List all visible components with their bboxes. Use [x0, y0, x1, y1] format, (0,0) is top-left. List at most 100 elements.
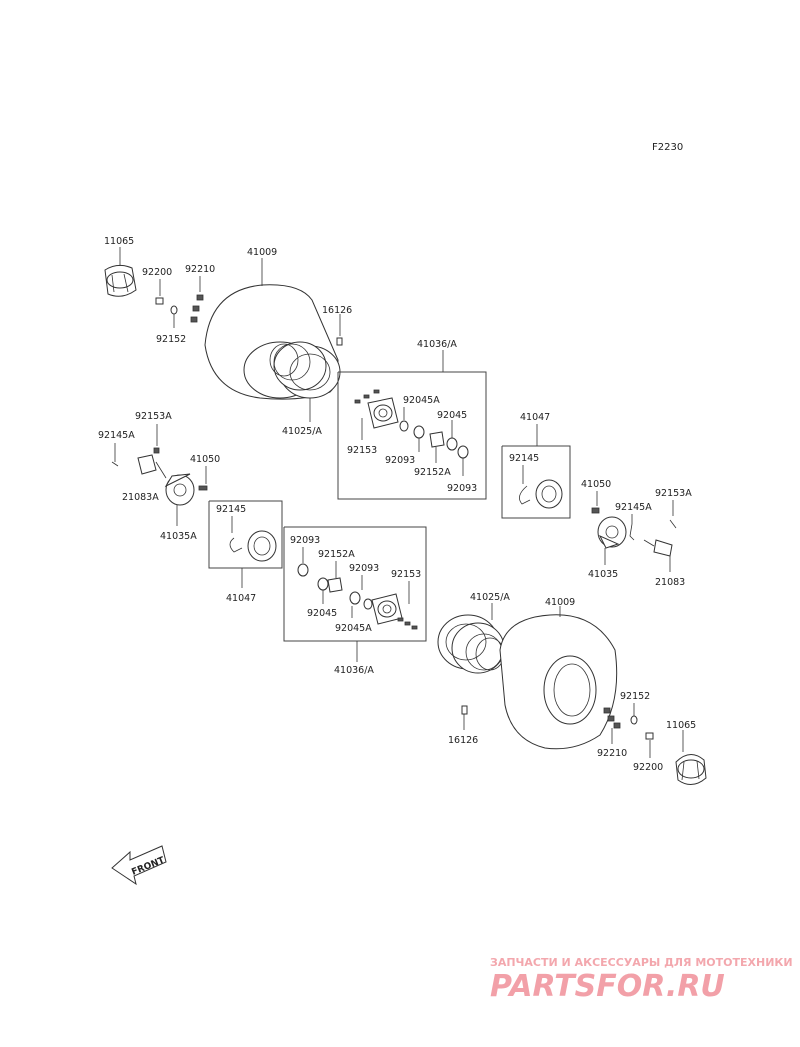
hub-bolt-d: [397, 617, 404, 622]
bolt-92153A-left: [153, 447, 160, 454]
label-41050-right: 41050: [581, 479, 611, 490]
lever-21083A: [137, 454, 167, 479]
stud-92152: [170, 305, 178, 315]
bearing-92093-mid1: [297, 563, 309, 577]
nut-92200-bottom: [645, 732, 654, 740]
nut-92210-e: [607, 715, 615, 722]
label-92145-left: 92145: [216, 504, 246, 515]
nut-92200: [155, 297, 164, 305]
label-92200-bottom: 92200: [633, 762, 663, 773]
label-11065-bottom: 11065: [666, 720, 696, 731]
hub-kit-box-top: [337, 371, 487, 500]
spring-92145-right: [519, 485, 531, 505]
hub-bolt-b: [363, 394, 370, 399]
bolt-92153A-right: [669, 519, 677, 529]
label-92152-top: 92152: [156, 334, 186, 345]
label-92200-top: 92200: [142, 267, 172, 278]
seal-92045-mid: [317, 577, 329, 591]
rim-top: [269, 341, 341, 399]
label-92152A-mid: 92152A: [318, 549, 355, 560]
label-92045-top: 92045: [437, 410, 467, 421]
spring-92145A-right: [629, 523, 635, 541]
label-41036-top: 41036/A: [417, 339, 457, 350]
hub-bolt-a: [354, 399, 361, 404]
label-92145A-left: 92145A: [98, 430, 135, 441]
brake-shoe-box-right: [501, 445, 571, 519]
nut-92210-d: [603, 707, 611, 714]
hub-41036-top: [367, 397, 399, 429]
label-41050-left: 41050: [190, 454, 220, 465]
brake-panel-41035: [597, 516, 627, 549]
label-16126-top: 16126: [322, 305, 352, 316]
label-92210-bottom: 92210: [597, 748, 627, 759]
label-41009-bottom: 41009: [545, 597, 575, 608]
front-arrow-icon: FRONT: [111, 845, 167, 886]
label-21083: 21083: [655, 577, 685, 588]
label-41025-top: 41025/A: [282, 426, 322, 437]
hub-41036-bottom: [371, 593, 403, 625]
label-92093-mid2: 92093: [349, 563, 379, 574]
hub-bolt-f: [411, 625, 418, 630]
label-92153-mid: 92153: [391, 569, 421, 580]
nut-92210-c: [190, 316, 198, 323]
label-92145-right: 92145: [509, 453, 539, 464]
label-92153A-left: 92153A: [135, 411, 172, 422]
seal-92045A-mid: [363, 598, 373, 610]
cam-41050-left: [198, 485, 208, 491]
hub-bolt-e: [404, 621, 411, 626]
label-21083A: 21083A: [122, 492, 159, 503]
label-41035A: 41035A: [160, 531, 197, 542]
label-11065-top: 11065: [104, 236, 134, 247]
valve-16126-top: [336, 337, 343, 346]
nut-92210-f: [613, 722, 621, 729]
label-92152-bottom: 92152: [620, 691, 650, 702]
brake-panel-41035A: [164, 473, 195, 506]
label-92145A-right: 92145A: [615, 502, 652, 513]
label-41025-bottom: 41025/A: [470, 592, 510, 603]
seal-92045-top: [446, 437, 458, 451]
cam-41050-right: [591, 507, 600, 514]
label-41036-bottom: 41036/A: [334, 665, 374, 676]
label-92153A-right: 92153A: [655, 488, 692, 499]
tire-bottom: [499, 614, 618, 750]
label-92093-top2: 92093: [447, 483, 477, 494]
label-92210-top: 92210: [185, 264, 215, 275]
hub-bolt-c: [373, 389, 380, 394]
seal-92045A-top: [399, 420, 409, 432]
label-41047-left: 41047: [226, 593, 256, 604]
label-16126-bottom: 16126: [448, 735, 478, 746]
collar-92152A-mid: [327, 577, 343, 593]
nut-92210-b: [192, 305, 200, 312]
label-92093-mid1: 92093: [290, 535, 320, 546]
label-92153-top: 92153: [347, 445, 377, 456]
label-41047-right: 41047: [520, 412, 550, 423]
hub-kit-box-bottom: [283, 526, 427, 642]
valve-16126-bottom: [461, 705, 468, 715]
label-92093-top1: 92093: [385, 455, 415, 466]
label-41035: 41035: [588, 569, 618, 580]
label-92045A-top: 92045A: [403, 395, 440, 406]
hub-cap-top: [104, 264, 137, 297]
label-41009-top: 41009: [247, 247, 277, 258]
brake-shoe-41047-left: [247, 530, 277, 562]
nut-92210-a: [196, 294, 204, 301]
spring-92145-left: [229, 537, 243, 553]
hub-cap-bottom: [675, 754, 707, 785]
collar-92152A-top: [429, 431, 445, 448]
watermark-brand: PARTSFOR.RU: [490, 969, 725, 1004]
stud-92152-bottom: [630, 715, 638, 725]
rim-bottom: [437, 614, 505, 674]
bearing-92093-top2: [457, 445, 469, 459]
brake-shoe-41047-right: [535, 479, 563, 509]
label-92045A-mid: 92045A: [335, 623, 372, 634]
label-92045-mid: 92045: [307, 608, 337, 619]
bearing-92093-top1: [413, 425, 425, 439]
watermark-tagline: ЗАПЧАСТИ И АКСЕССУАРЫ ДЛЯ МОТОТЕХНИКИ: [490, 956, 793, 969]
lever-21083: [643, 539, 673, 557]
label-92152A-top: 92152A: [414, 467, 451, 478]
figure-id: F2230: [652, 142, 683, 153]
bearing-92093-mid2: [349, 591, 361, 605]
brake-shoe-box-left: [208, 500, 283, 569]
